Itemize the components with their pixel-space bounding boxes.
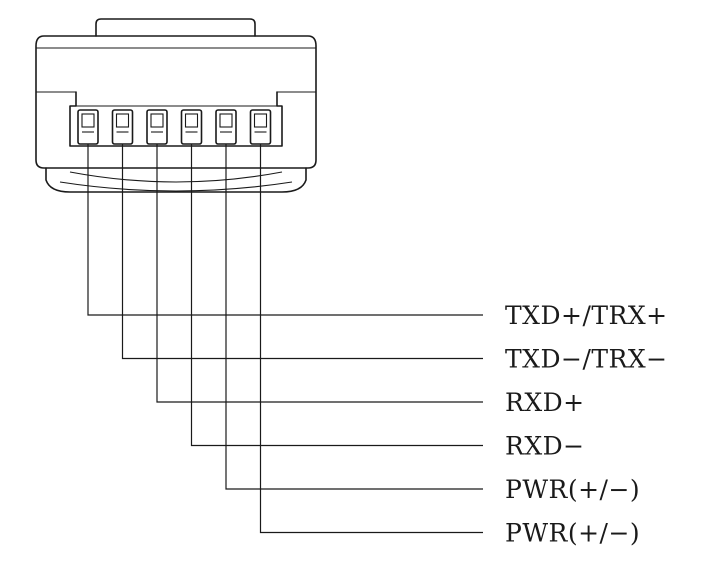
pin-label-1: TXD+/TRX+ — [505, 301, 668, 330]
housing-body — [35, 35, 317, 169]
pin-label-6: PWR(+/−) — [505, 519, 640, 548]
terminal-screw-1 — [81, 113, 95, 128]
pin-labels: TXD+/TRX+ TXD−/TRX− RXD+ RXD− PWR(+/−) PWR(+/… — [505, 301, 668, 548]
pin-label-3: RXD+ — [505, 388, 585, 417]
terminal-screw-2 — [115, 113, 130, 128]
housing-bottom-curve — [69, 171, 283, 183]
wire-4 — [190, 144, 483, 447]
wire-5 — [225, 144, 483, 490]
pin-label-5: PWR(+/−) — [505, 475, 640, 504]
wire-1 — [87, 144, 483, 316]
terminal-recess — [69, 91, 283, 147]
wire-2 — [121, 144, 483, 360]
wire-6 — [259, 144, 483, 534]
pin-wires — [87, 144, 483, 534]
wire-3 — [156, 144, 483, 403]
housing-bottom-lip — [45, 167, 307, 193]
terminal-screw-6 — [253, 113, 268, 128]
pin-label-4: RXD− — [505, 432, 585, 461]
terminal-screw-5 — [219, 113, 233, 128]
terminal-screw-4 — [184, 113, 199, 128]
terminal-pins — [77, 109, 272, 145]
terminal-screw-3 — [150, 113, 164, 128]
housing-top-tab — [95, 18, 256, 37]
pin-label-2: TXD−/TRX− — [505, 345, 668, 374]
housing-bottom-curve-2 — [59, 181, 293, 192]
device-housing — [35, 18, 317, 193]
